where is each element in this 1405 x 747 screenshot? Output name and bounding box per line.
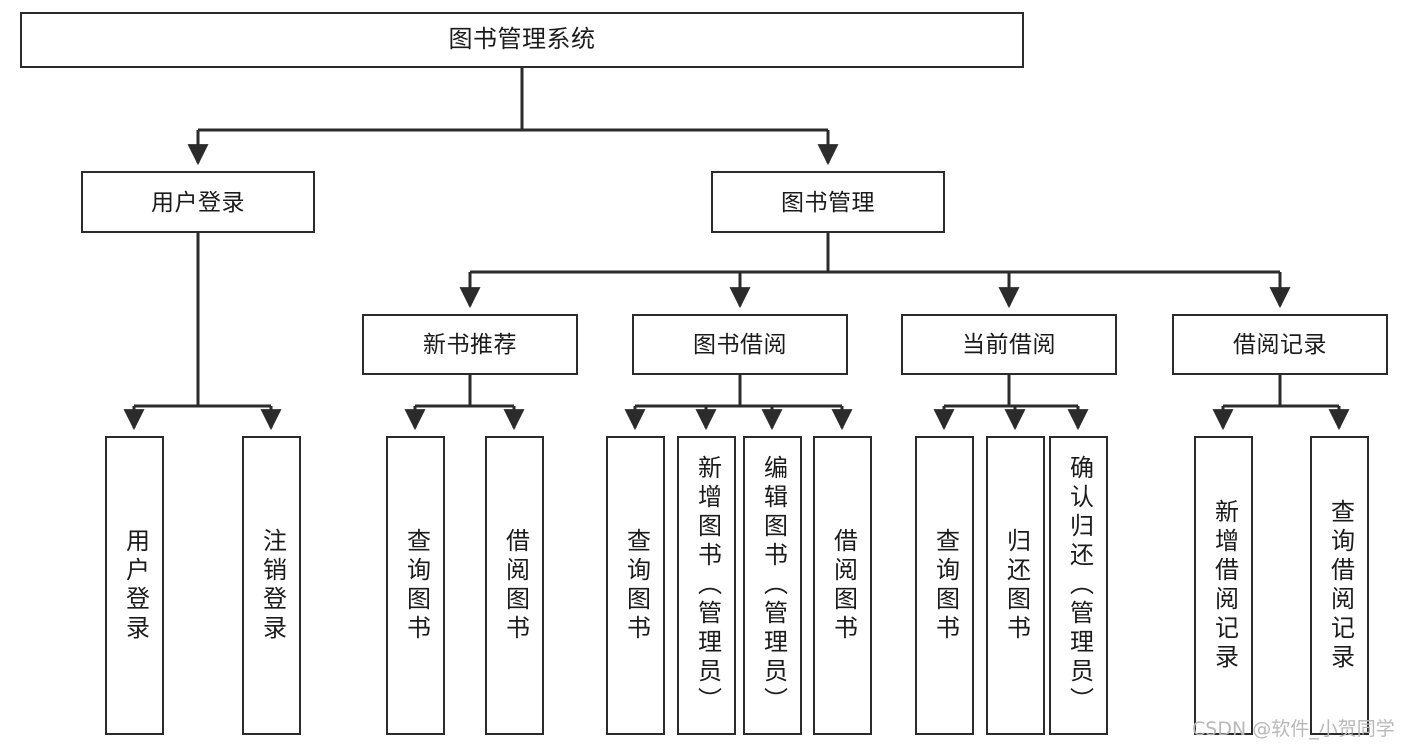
node-leaf-add-record[interactable]: 新增借阅记录 (1194, 436, 1253, 735)
node-leaf-add-record-label: 新增借阅记录 (1210, 498, 1238, 673)
node-book-manage[interactable]: 图书管理 (711, 171, 945, 233)
node-current-borrow-label: 当前借阅 (962, 331, 1056, 358)
node-current-borrow[interactable]: 当前借阅 (901, 314, 1117, 375)
node-leaf-confirm-return[interactable]: 确认归还（管理员） (1049, 436, 1108, 735)
node-leaf-query-book-cur[interactable]: 查询图书 (915, 436, 974, 735)
node-book-borrow-label: 图书借阅 (693, 331, 787, 358)
node-root[interactable]: 图书管理系统 (20, 12, 1024, 68)
node-borrow-record[interactable]: 借阅记录 (1172, 314, 1388, 375)
watermark-text: CSDN @软件_小贺同学 (1192, 718, 1395, 740)
node-new-book-rec[interactable]: 新书推荐 (362, 314, 578, 375)
node-leaf-borrow-book-rec[interactable]: 借阅图书 (485, 436, 544, 735)
node-leaf-edit-book[interactable]: 编辑图书（管理员） (743, 436, 802, 735)
node-leaf-borrow-book-rec-label: 借阅图书 (501, 527, 529, 644)
node-leaf-query-record[interactable]: 查询借阅记录 (1310, 436, 1369, 735)
node-leaf-query-book-rec[interactable]: 查询图书 (386, 436, 445, 735)
node-user-login[interactable]: 用户登录 (81, 171, 315, 233)
node-borrow-record-label: 借阅记录 (1233, 331, 1327, 358)
node-leaf-query-book-borrow[interactable]: 查询图书 (606, 436, 665, 735)
node-leaf-confirm-return-label: 确认归还（管理员） (1065, 455, 1093, 716)
node-book-borrow[interactable]: 图书借阅 (632, 314, 848, 375)
node-leaf-return-book-label: 归还图书 (1002, 527, 1030, 644)
node-leaf-query-record-label: 查询借阅记录 (1326, 498, 1354, 673)
node-leaf-user-login-label: 用户登录 (121, 527, 149, 644)
node-leaf-add-book[interactable]: 新增图书（管理员） (677, 436, 736, 735)
node-leaf-query-book-borrow-label: 查询图书 (622, 527, 650, 644)
node-leaf-add-book-label: 新增图书（管理员） (693, 455, 721, 716)
node-leaf-logout[interactable]: 注销登录 (242, 436, 301, 735)
node-leaf-return-book[interactable]: 归还图书 (986, 436, 1045, 735)
node-leaf-user-login[interactable]: 用户登录 (105, 436, 164, 735)
node-leaf-edit-book-label: 编辑图书（管理员） (759, 455, 787, 716)
node-book-manage-label: 图书管理 (781, 188, 875, 215)
node-leaf-borrow-book-label: 借阅图书 (829, 527, 857, 644)
node-leaf-borrow-book[interactable]: 借阅图书 (813, 436, 872, 735)
node-leaf-query-book-cur-label: 查询图书 (931, 527, 959, 644)
node-new-book-rec-label: 新书推荐 (423, 331, 517, 358)
node-leaf-query-book-rec-label: 查询图书 (402, 527, 430, 644)
node-root-label: 图书管理系统 (448, 26, 596, 54)
node-leaf-logout-label: 注销登录 (258, 527, 286, 644)
node-user-login-label: 用户登录 (151, 188, 245, 215)
